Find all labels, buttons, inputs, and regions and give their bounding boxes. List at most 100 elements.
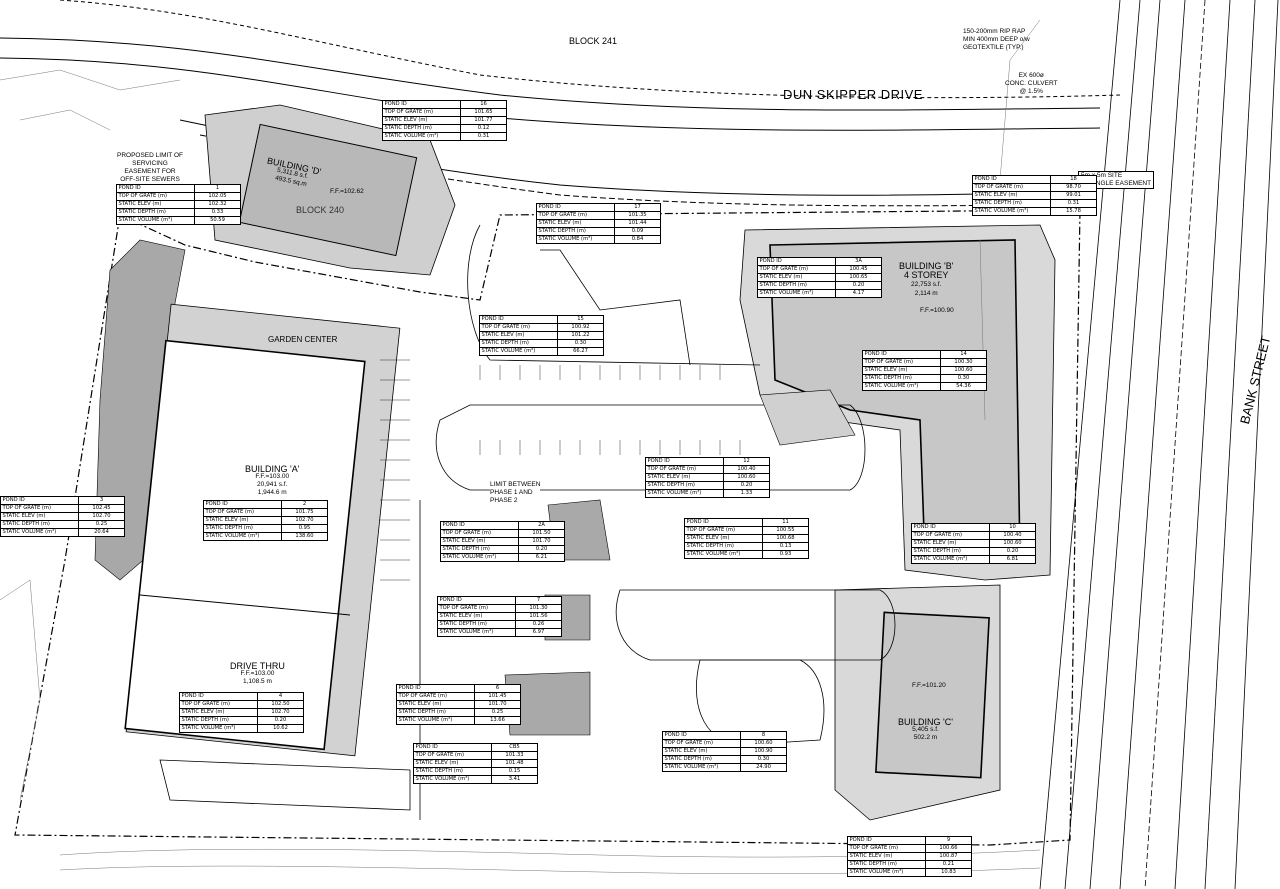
block-241-label: BLOCK 241 <box>569 36 618 46</box>
pond-value: 102.45 <box>78 504 125 513</box>
pond-row-label: STATIC DEPTH (m) <box>645 481 724 490</box>
pond-value: 0.31 <box>1050 199 1097 208</box>
pond-row-label: STATIC DEPTH (m) <box>440 545 519 554</box>
pond-row-label: POND ID <box>179 692 258 701</box>
pond-value: 101.48 <box>491 759 538 768</box>
pond-value: 0.26 <box>515 620 562 629</box>
pond-row-label: STATIC ELEV (m) <box>179 708 258 717</box>
pond-row-label: STATIC DEPTH (m) <box>662 755 741 764</box>
pond-value: 66.27 <box>557 347 604 356</box>
pond-value: 13.66 <box>474 716 521 725</box>
pond-id: CB5 <box>491 743 538 752</box>
building-d-footprint <box>238 123 418 257</box>
road-centerline <box>59 0 1121 99</box>
pond-value: 101.35 <box>614 211 661 220</box>
pond-row-label: STATIC ELEV (m) <box>757 273 836 282</box>
pond-value: 98.70 <box>1050 183 1097 192</box>
pond-value: 100.66 <box>925 844 972 853</box>
pond-row-label: STATIC VOLUME (m³) <box>684 550 763 559</box>
pond-row-label: STATIC VOLUME (m³) <box>847 868 926 877</box>
pond-value: 102.32 <box>194 200 241 209</box>
pond-row-label: STATIC VOLUME (m³) <box>479 347 558 356</box>
pond-value: 101.50 <box>518 529 565 538</box>
pond-row-label: TOP OF GRATE (m) <box>662 739 741 748</box>
pond-value: 0.30 <box>557 339 604 348</box>
pond-value: 101.77 <box>460 116 507 125</box>
pond-row-label: STATIC ELEV (m) <box>479 331 558 340</box>
pond-value: 100.55 <box>762 526 809 535</box>
pond-row-label: STATIC VOLUME (m³) <box>0 528 79 537</box>
pond-row-label: TOP OF GRATE (m) <box>479 323 558 332</box>
pond-row-label: STATIC VOLUME (m³) <box>645 489 724 498</box>
pond-value: 0.93 <box>762 550 809 559</box>
pond-value: 1.33 <box>723 489 770 498</box>
pond-row-label: TOP OF GRATE (m) <box>203 508 282 517</box>
pond-row-label: STATIC VOLUME (m³) <box>911 555 990 564</box>
pond-value: 102.70 <box>257 708 304 717</box>
pond-id: 12 <box>723 457 770 466</box>
pond-value: 50.59 <box>194 216 241 225</box>
pond-row-label: STATIC ELEV (m) <box>116 200 195 209</box>
building-c-label: BUILDING 'C' 5,405 s.f. 502.2 m <box>898 717 953 742</box>
building-b-ff: F.F.=100.90 <box>920 307 954 314</box>
pond-row-label: STATIC ELEV (m) <box>437 612 516 621</box>
pond-row-label: STATIC VOLUME (m³) <box>437 628 516 637</box>
pond-value: 101.44 <box>614 219 661 228</box>
pond-row-label: STATIC DEPTH (m) <box>862 374 941 383</box>
pond-row-label: TOP OF GRATE (m) <box>645 465 724 474</box>
pond-id: 7 <box>515 596 562 605</box>
pond-value: 101.70 <box>518 537 565 546</box>
pond-row-label: POND ID <box>536 203 615 212</box>
pond-row-label: TOP OF GRATE (m) <box>536 211 615 220</box>
pond-value: 0.95 <box>281 524 328 533</box>
pond-value: 54.36 <box>940 382 987 391</box>
pond-value: 101.22 <box>557 331 604 340</box>
building-a-footprint <box>124 339 366 751</box>
pond-value: 101.33 <box>491 751 538 760</box>
pond-value: 10.62 <box>257 724 304 733</box>
pond-row-label: TOP OF GRATE (m) <box>116 192 195 201</box>
pond-value: 100.60 <box>940 366 987 375</box>
pond-value: 15.78 <box>1050 207 1097 216</box>
pond-value: 0.84 <box>614 235 661 244</box>
pond-row-label: STATIC ELEV (m) <box>440 537 519 546</box>
bank-street-edge-1 <box>1039 0 1121 889</box>
pond-value: 0.30 <box>940 374 987 383</box>
pond-value: 102.70 <box>281 516 328 525</box>
pond-id: 18 <box>1050 175 1097 184</box>
pond-id: 10 <box>989 523 1036 532</box>
pond-row-label: STATIC DEPTH (m) <box>479 339 558 348</box>
pond-value: 101.70 <box>474 700 521 709</box>
pond-row-label: STATIC ELEV (m) <box>662 747 741 756</box>
pond-value: 0.30 <box>740 755 787 764</box>
pond-id: 11 <box>762 518 809 527</box>
pond-value: 102.50 <box>257 700 304 709</box>
building-b-footprint <box>769 239 1021 561</box>
pond-row-label: STATIC DEPTH (m) <box>413 767 492 776</box>
pond-row-label: STATIC ELEV (m) <box>0 512 79 521</box>
pond-row-label: STATIC DEPTH (m) <box>847 860 926 869</box>
pond-value: 0.20 <box>518 545 565 554</box>
pond-row-label: POND ID <box>396 684 475 693</box>
pond-id: 2 <box>281 500 328 509</box>
pond-value: 6.81 <box>989 555 1036 564</box>
pond-value: 0.33 <box>194 208 241 217</box>
pond-row-label: TOP OF GRATE (m) <box>972 183 1051 192</box>
pond-row-label: TOP OF GRATE (m) <box>437 604 516 613</box>
pond-row-label: POND ID <box>662 731 741 740</box>
pond-row-label: POND ID <box>847 836 926 845</box>
pond-value: 102.05 <box>194 192 241 201</box>
pond-value: 6.21 <box>518 553 565 562</box>
pond-row-label: POND ID <box>437 596 516 605</box>
